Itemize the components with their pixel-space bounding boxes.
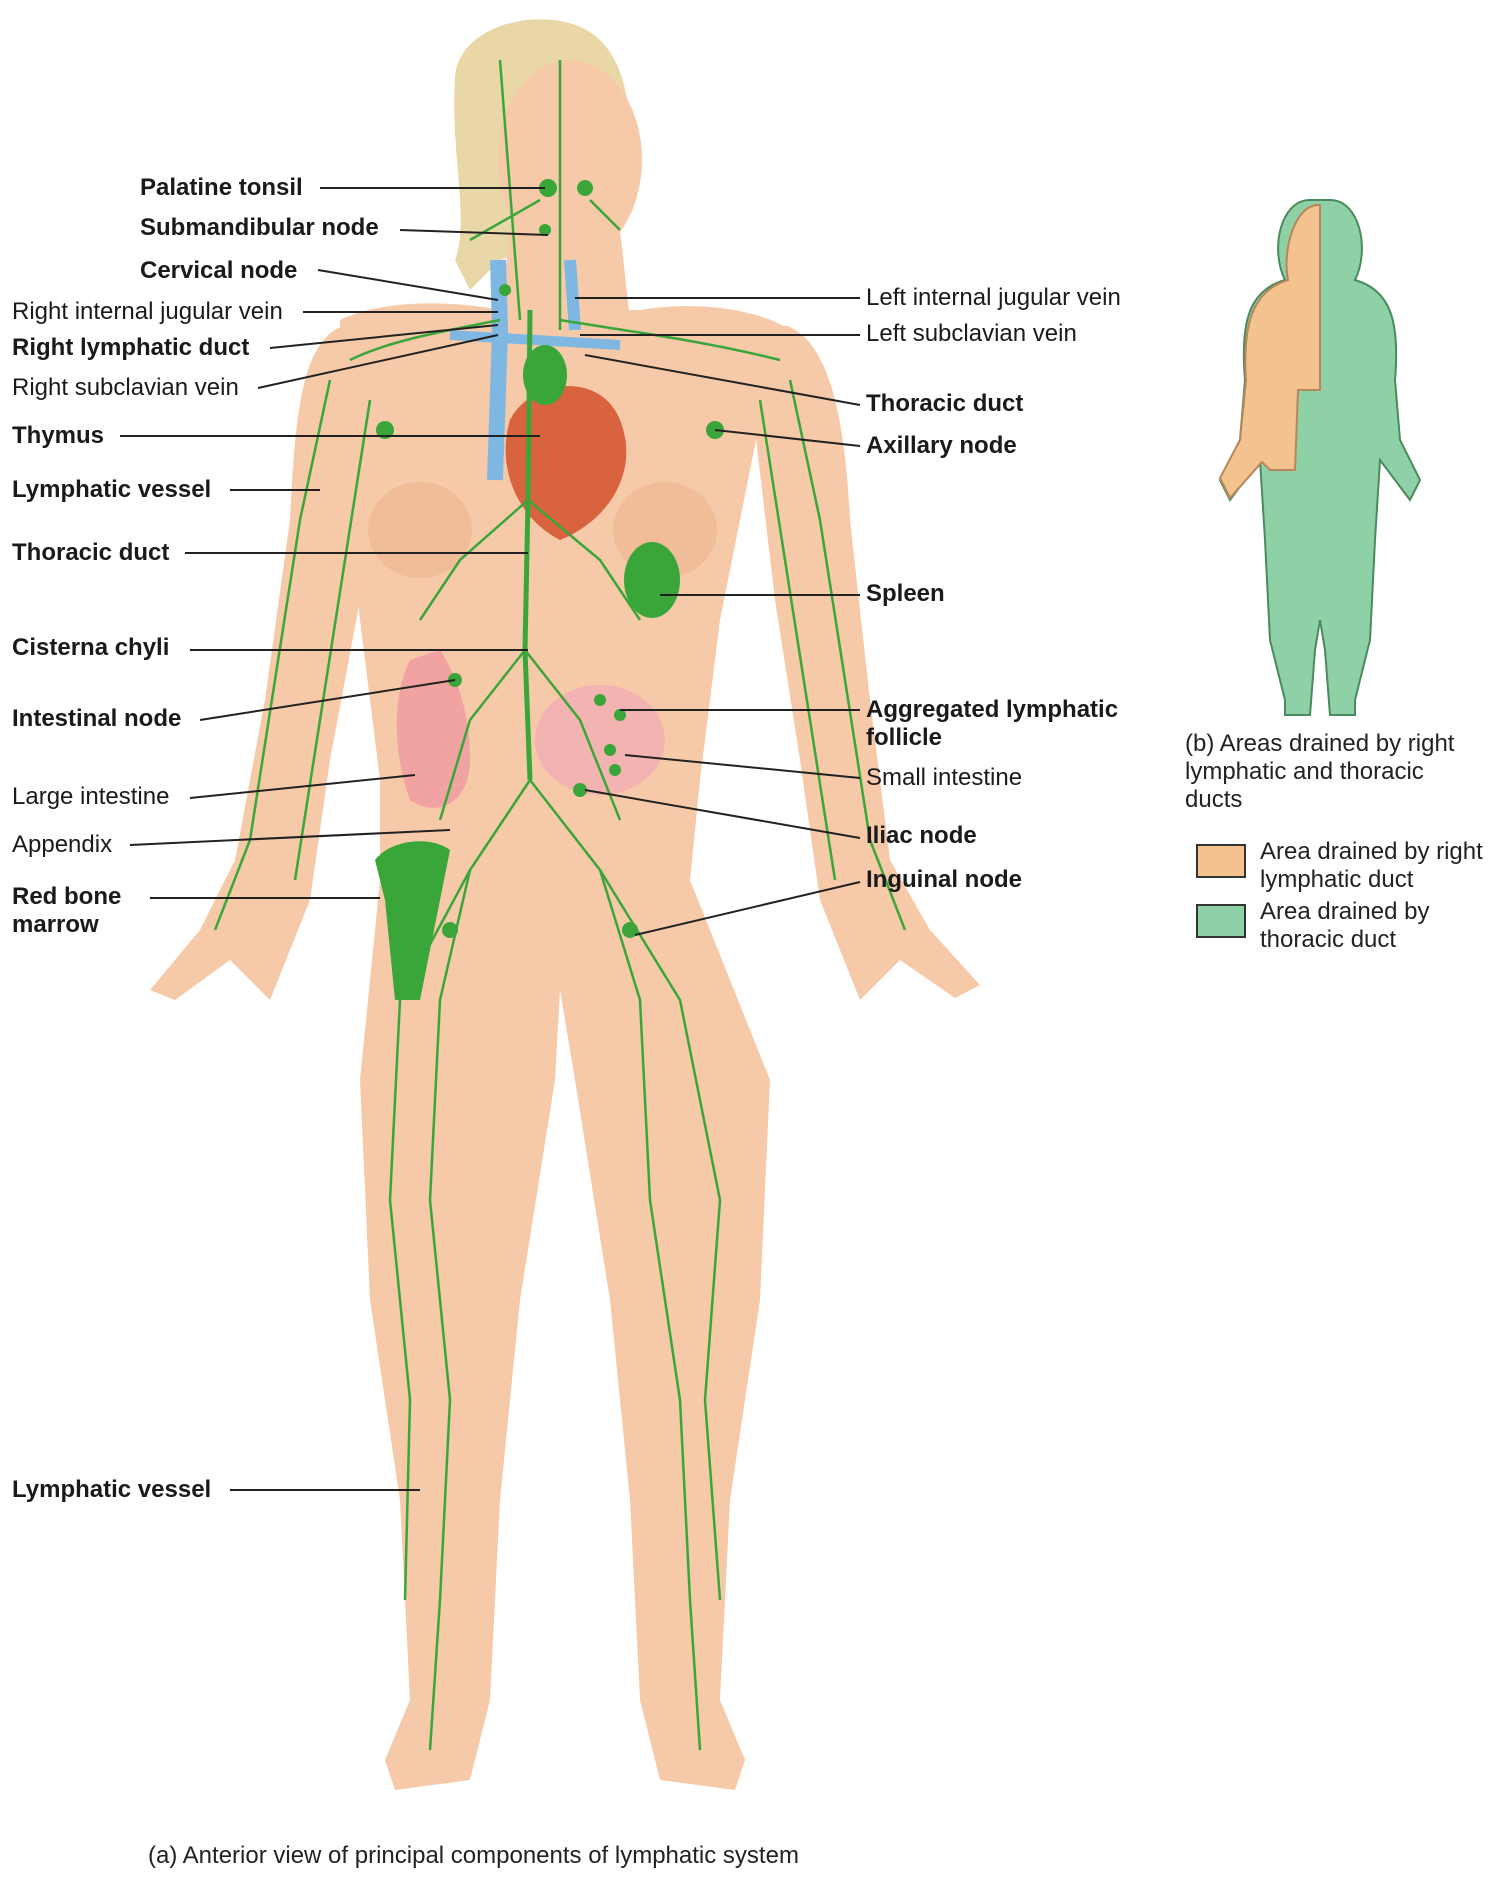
small-intestine bbox=[535, 685, 665, 795]
label-appendix: Appendix bbox=[12, 831, 113, 858]
femur-marrow bbox=[375, 841, 450, 1000]
label-small-intestine: Small intestine bbox=[866, 764, 1023, 791]
aggregated-follicle-3 bbox=[604, 744, 616, 756]
cervical-node bbox=[499, 284, 511, 296]
arm-left bbox=[755, 325, 980, 1000]
spleen bbox=[624, 542, 680, 618]
label-left-internal-jugular-vein: Left internal jugular vein bbox=[866, 284, 1121, 311]
axillary-node-right bbox=[376, 421, 394, 439]
legend-swatch-green bbox=[1196, 904, 1246, 938]
label-thoracic-duct-left: Thoracic duct bbox=[12, 539, 170, 566]
label-right-subclavian-vein: Right subclavian vein bbox=[12, 374, 239, 401]
label-lymphatic-vessel-lower: Lymphatic vessel bbox=[12, 1476, 212, 1503]
thoracic-duct-line bbox=[522, 309, 533, 781]
label-right-internal-jugular-vein: Right internal jugular vein bbox=[12, 298, 283, 325]
vein-jugular-left bbox=[564, 259, 581, 331]
label-palatine-tonsil: Palatine tonsil bbox=[140, 174, 303, 201]
legend-label: Area drained by right lymphatic duct bbox=[1260, 838, 1483, 893]
torso bbox=[340, 303, 790, 990]
label-thymus: Thymus bbox=[12, 422, 105, 449]
lymph-vessel-network bbox=[213, 59, 907, 1751]
label-submandibular-node: Submandibular node bbox=[140, 214, 379, 241]
submandibular-node bbox=[539, 224, 551, 236]
leg-left bbox=[560, 880, 770, 1790]
caption-b: (b) Areas drained by right lymphatic and… bbox=[1185, 730, 1455, 813]
body-figure bbox=[150, 19, 980, 1790]
vein-jugular-right bbox=[487, 259, 509, 481]
palatine-tonsil-node bbox=[539, 179, 557, 197]
large-intestine bbox=[396, 650, 470, 808]
inguinal-node-right bbox=[442, 922, 458, 938]
aggregated-follicle-1 bbox=[594, 694, 606, 706]
lymph-nodes bbox=[376, 224, 724, 938]
label-right-lymphatic-duct: Right lymphatic duct bbox=[12, 334, 250, 361]
right-lymphatic-duct-area bbox=[1218, 204, 1321, 500]
label-left-subclavian-vein: Left subclavian vein bbox=[866, 320, 1077, 347]
label-iliac-node: Iliac node bbox=[866, 822, 977, 849]
label-aggregated-lymphatic-follicle: Aggregated lymphatic follicle bbox=[866, 696, 1119, 751]
label-spleen: Spleen bbox=[866, 580, 945, 607]
leader-lines bbox=[120, 187, 861, 1491]
legend-swatch-orange bbox=[1196, 844, 1246, 878]
head bbox=[498, 60, 642, 260]
aggregated-follicle-4 bbox=[609, 764, 621, 776]
legend-label: Area drained by thoracic duct bbox=[1260, 898, 1430, 953]
label-thoracic-duct-right: Thoracic duct bbox=[866, 390, 1024, 417]
caption-a: (a) Anterior view of principal component… bbox=[148, 1842, 799, 1869]
label-lymphatic-vessel-upper: Lymphatic vessel bbox=[12, 476, 212, 503]
tonsil-node-2 bbox=[577, 180, 593, 196]
leg-right bbox=[360, 880, 560, 1790]
arm-right bbox=[150, 325, 380, 1000]
label-inguinal-node: Inguinal node bbox=[866, 866, 1022, 893]
inguinal-node bbox=[622, 922, 638, 938]
label-red-bone-marrow: Red bone marrow bbox=[12, 883, 122, 938]
label-cisterna-chyli: Cisterna chyli bbox=[12, 634, 170, 661]
label-intestinal-node: Intestinal node bbox=[12, 705, 182, 732]
legend-item-right-lymphatic: Area drained by right lymphatic duct bbox=[1196, 838, 1500, 894]
label-cervical-node: Cervical node bbox=[140, 257, 298, 284]
label-axillary-node: Axillary node bbox=[866, 432, 1017, 459]
iliac-node bbox=[573, 783, 587, 797]
inset-drainage-figure bbox=[1218, 199, 1422, 716]
legend-item-thoracic-duct: Area drained by thoracic duct bbox=[1196, 898, 1500, 954]
label-large-intestine: Large intestine bbox=[12, 783, 170, 810]
vein-subclavian bbox=[449, 330, 621, 350]
aggregated-follicle-2 bbox=[614, 709, 626, 721]
thymus bbox=[523, 345, 567, 405]
heart bbox=[505, 386, 627, 540]
